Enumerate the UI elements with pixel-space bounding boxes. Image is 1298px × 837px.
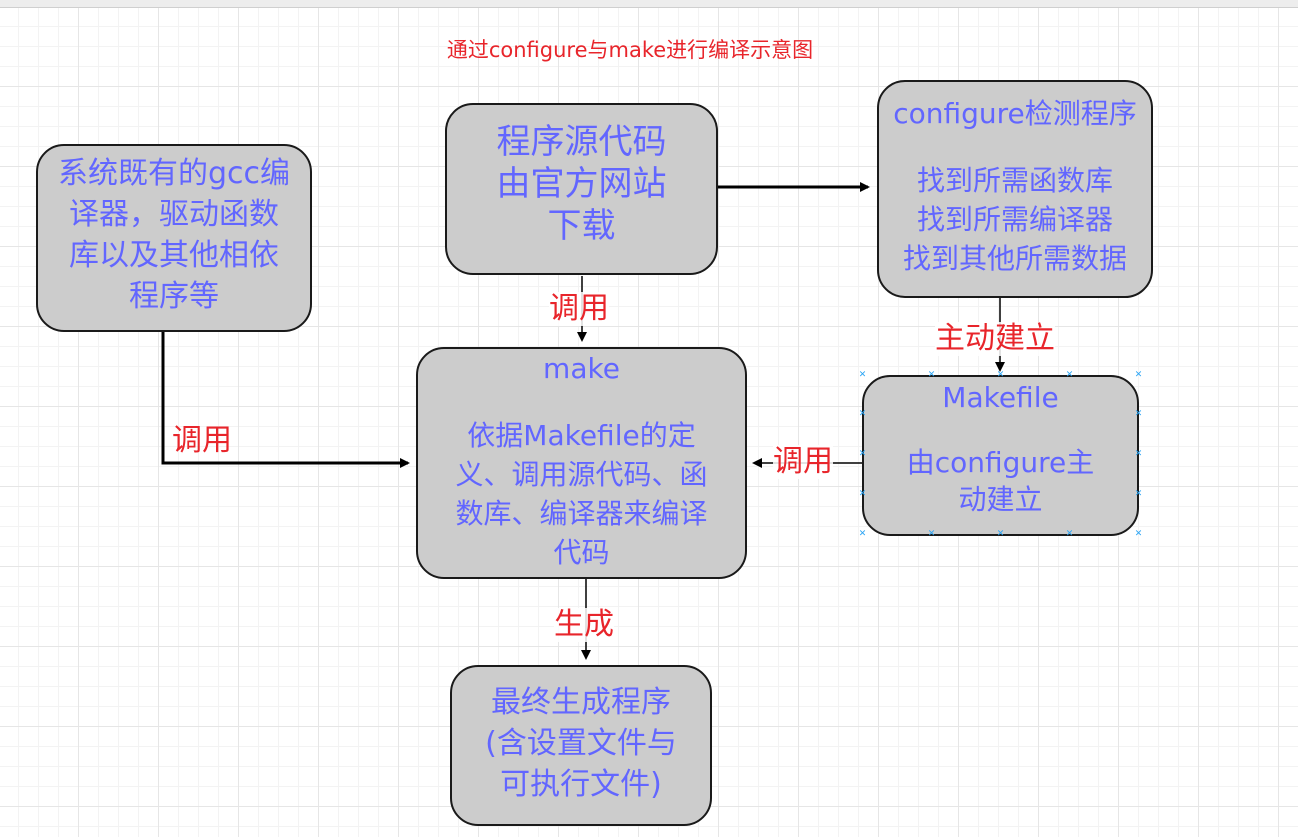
resize-handle-se[interactable]: ✕ xyxy=(1134,529,1143,539)
node-make-line-1: 依据Makefile的定 xyxy=(467,419,696,452)
resize-handle-e-1[interactable]: ✕ xyxy=(1134,409,1143,419)
node-make-line-3: 数库、编译器来编译 xyxy=(455,497,708,530)
edge-label-makefile-to-make[interactable]: 调用 xyxy=(773,444,833,479)
resize-handle-s-1[interactable]: ✕ xyxy=(927,529,936,539)
edge-label-source-to-make[interactable]: 调用 xyxy=(549,291,609,326)
node-final-line-2: (含设置文件与 xyxy=(485,726,677,761)
resize-handle-w-1[interactable]: ✕ xyxy=(858,409,867,419)
node-gcc-compiler[interactable]: 系统既有的gcc编 译器，驱动函数 库以及其他相依 程序等 xyxy=(36,144,312,332)
top-toolbar-strip xyxy=(0,0,1298,8)
resize-handle-nw[interactable]: ✕ xyxy=(858,370,867,380)
node-source-line-2: 由官方网站 xyxy=(496,164,667,204)
node-configure-line-3: 找到其他所需数据 xyxy=(902,242,1127,275)
node-source-code[interactable]: 程序源代码 由官方网站 下载 xyxy=(445,103,718,275)
resize-handle-n-3[interactable]: ✕ xyxy=(1065,370,1074,380)
node-configure[interactable]: configure检测程序 找到所需函数库 找到所需编译器 找到其他所需数据 xyxy=(877,80,1153,298)
node-makefile-heading: Makefile xyxy=(942,381,1059,414)
node-final-line-1: 最终生成程序 xyxy=(491,685,671,720)
node-configure-line-2: 找到所需编译器 xyxy=(916,203,1113,236)
resize-handle-n-1[interactable]: ✕ xyxy=(927,370,936,380)
node-make-line-2: 义、调用源代码、函 xyxy=(455,458,708,491)
node-makefile[interactable]: Makefile 由configure主 动建立 xyxy=(862,375,1139,536)
node-makefile-line-1: 由configure主 xyxy=(906,446,1095,479)
resize-handle-w-2[interactable]: ✕ xyxy=(858,449,867,459)
node-gcc-line-1: 系统既有的gcc编 xyxy=(57,156,291,191)
resize-handle-w-3[interactable]: ✕ xyxy=(858,489,867,499)
node-configure-heading: configure检测程序 xyxy=(893,97,1137,130)
resize-handle-s-2[interactable]: ✕ xyxy=(996,529,1005,539)
edge-label-gcc-to-make[interactable]: 调用 xyxy=(172,423,232,458)
resize-handle-e-3[interactable]: ✕ xyxy=(1134,489,1143,499)
resize-handle-n-2[interactable]: ✕ xyxy=(996,370,1005,380)
node-final-program[interactable]: 最终生成程序 (含设置文件与 可执行文件) xyxy=(450,665,712,826)
resize-handle-s-3[interactable]: ✕ xyxy=(1065,529,1074,539)
node-configure-line-1: 找到所需函数库 xyxy=(916,164,1113,197)
node-make-heading: make xyxy=(543,352,620,385)
node-gcc-line-2: 译器，驱动函数 xyxy=(69,197,279,232)
node-final-line-3: 可执行文件) xyxy=(500,767,662,802)
diagram-title: 通过configure与make进行编译示意图 xyxy=(446,38,814,62)
resize-handle-ne[interactable]: ✕ xyxy=(1134,370,1143,380)
node-make[interactable]: make 依据Makefile的定 义、调用源代码、函 数库、编译器来编译 代码 xyxy=(416,347,747,579)
node-gcc-line-4: 程序等 xyxy=(129,279,219,314)
node-makefile-line-2: 动建立 xyxy=(958,483,1043,516)
node-source-line-1: 程序源代码 xyxy=(496,122,667,162)
node-make-line-4: 代码 xyxy=(553,536,610,569)
node-source-line-3: 下载 xyxy=(547,206,616,246)
resize-handle-e-2[interactable]: ✕ xyxy=(1134,449,1143,459)
edge-label-make-to-final[interactable]: 生成 xyxy=(554,607,614,642)
edge-gcc-to-make[interactable] xyxy=(161,332,410,468)
edge-label-configure-to-makefile[interactable]: 主动建立 xyxy=(935,321,1055,356)
resize-handle-sw[interactable]: ✕ xyxy=(858,529,867,539)
node-gcc-line-3: 库以及其他相依 xyxy=(69,238,279,273)
